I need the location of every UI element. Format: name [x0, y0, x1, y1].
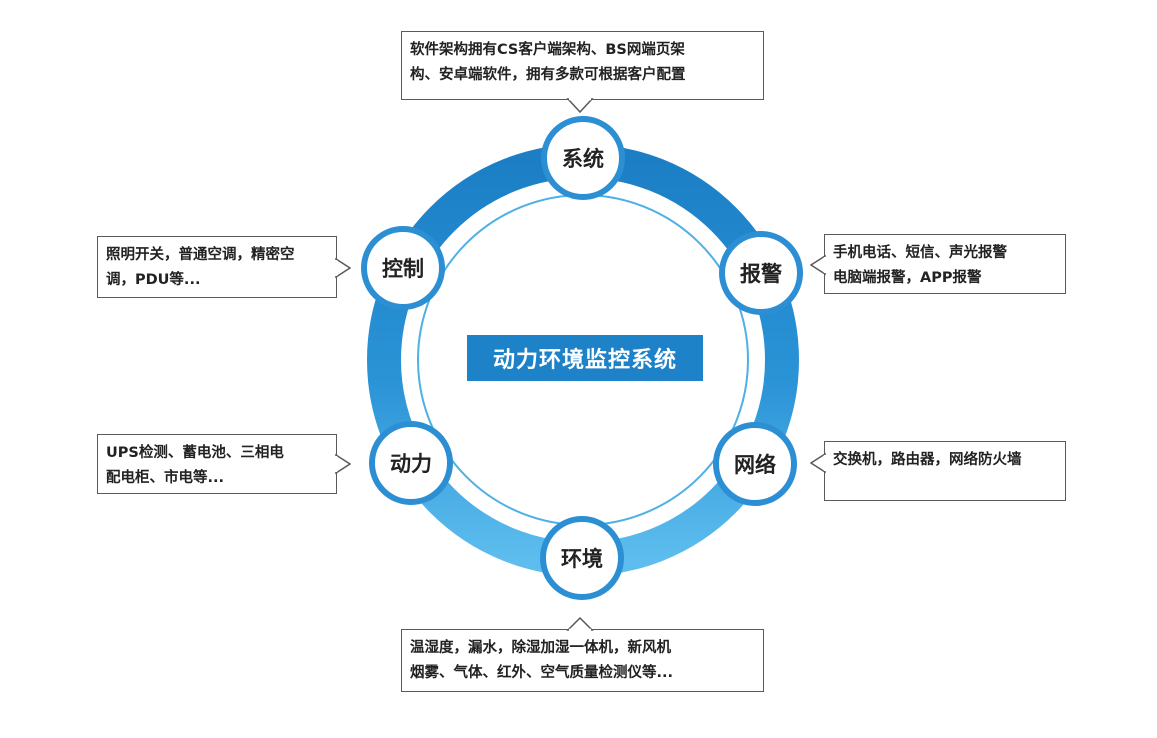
callout-power-tail: [335, 453, 351, 475]
callout-alarm-tail: [810, 254, 826, 276]
callout-system-tail: [566, 98, 594, 114]
callout-control-line-2: 调，PDU等...: [106, 272, 201, 288]
callout-environment-line-1: 温湿度，漏水，除湿加湿一体机，新风机: [410, 640, 671, 656]
callout-environment: 温湿度，漏水，除湿加湿一体机，新风机 烟雾、气体、红外、空气质量检测仪等...: [401, 629, 764, 692]
center-title: 动力环境监控系统: [467, 335, 703, 381]
node-system: 系统: [541, 116, 625, 200]
callout-network-tail: [810, 452, 826, 474]
node-alarm: 报警: [719, 231, 803, 315]
callout-environment-tail: [566, 617, 594, 631]
callout-control-line-1: 照明开关，普通空调，精密空: [106, 247, 295, 263]
node-power: 动力: [369, 421, 453, 505]
node-network: 网络: [713, 422, 797, 506]
callout-system-line-1: 软件架构拥有CS客户端架构、BS网端页架: [410, 42, 685, 58]
callout-power: UPS检测、蓄电池、三相电 配电柜、市电等...: [97, 434, 337, 494]
callout-power-line-1: UPS检测、蓄电池、三相电: [106, 445, 284, 461]
callout-alarm-line-1: 手机电话、短信、声光报警: [833, 245, 1007, 261]
callout-environment-line-2: 烟雾、气体、红外、空气质量检测仪等...: [410, 665, 674, 681]
callout-network-line-1: 交换机，路由器，网络防火墙: [833, 452, 1022, 468]
callout-system-line-2: 构、安卓端软件，拥有多款可根据客户配置: [410, 67, 686, 83]
callout-alarm-line-2: 电脑端报警，APP报警: [833, 270, 982, 286]
callout-control-tail: [335, 257, 351, 279]
callout-alarm: 手机电话、短信、声光报警 电脑端报警，APP报警: [824, 234, 1066, 294]
callout-network: 交换机，路由器，网络防火墙: [824, 441, 1066, 501]
callout-power-line-2: 配电柜、市电等...: [106, 470, 225, 486]
callout-system: 软件架构拥有CS客户端架构、BS网端页架 构、安卓端软件，拥有多款可根据客户配置: [401, 31, 764, 100]
node-control: 控制: [361, 226, 445, 310]
node-environment: 环境: [540, 516, 624, 600]
callout-control: 照明开关，普通空调，精密空 调，PDU等...: [97, 236, 337, 298]
